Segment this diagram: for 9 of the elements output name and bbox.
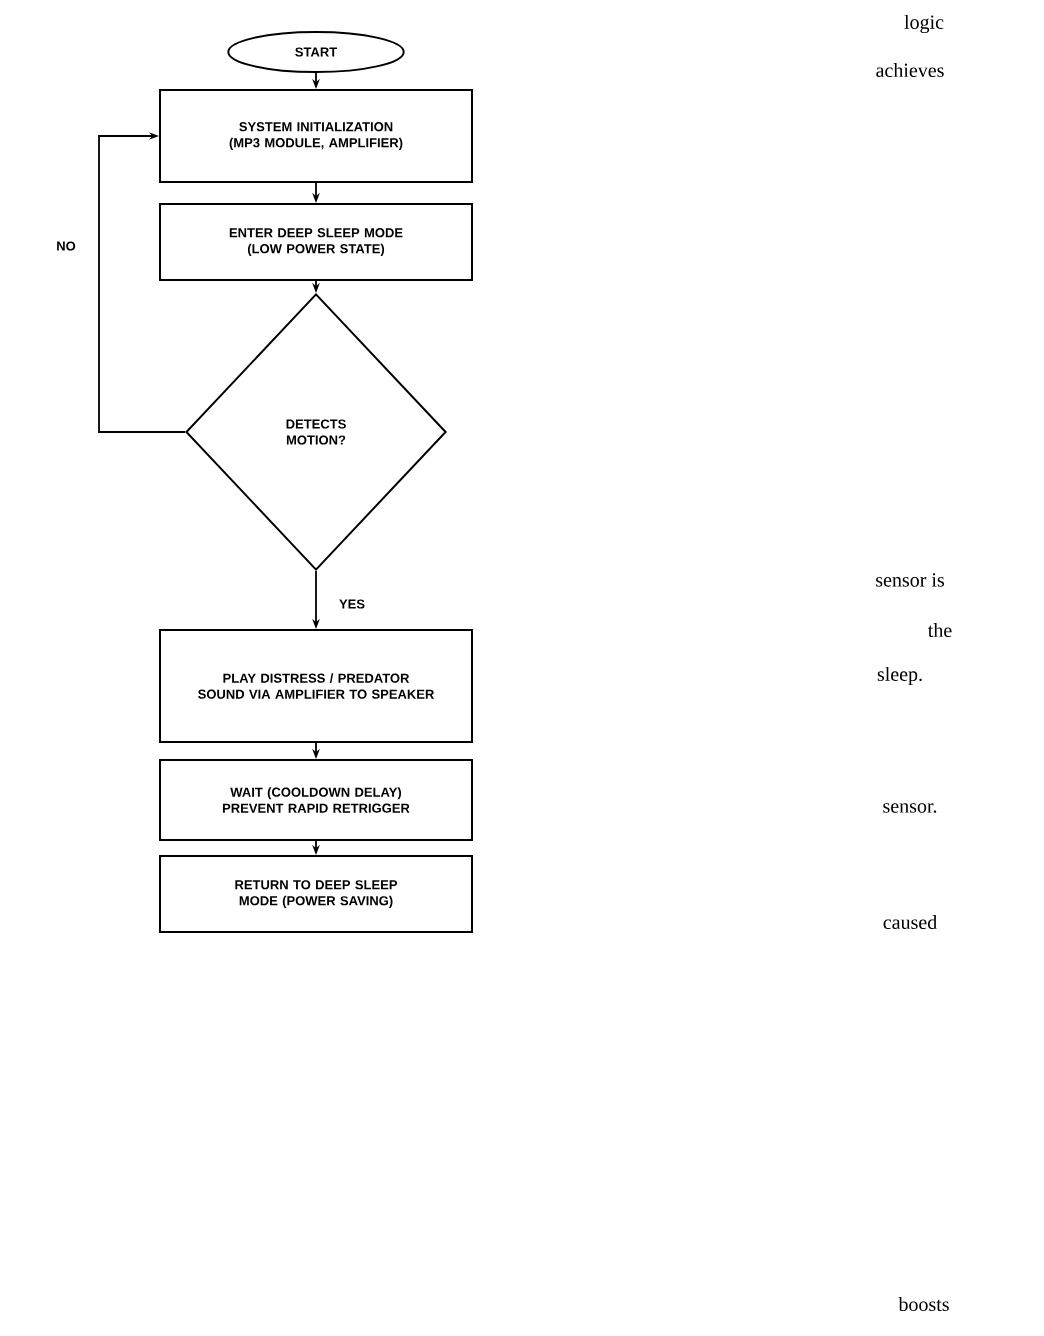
text-fragment: sleep. — [877, 666, 922, 686]
arrow — [98, 132, 186, 433]
text-fragment: sensor. — [883, 803, 937, 813]
text-fragment: achieves — [876, 62, 944, 78]
text-fragment: the — [928, 622, 952, 638]
text-fragment: sensor is — [876, 573, 944, 587]
text-fragment: boosts — [898, 1296, 949, 1312]
text-fragment: caused — [883, 914, 937, 930]
text-fragment: logic — [904, 14, 944, 34]
